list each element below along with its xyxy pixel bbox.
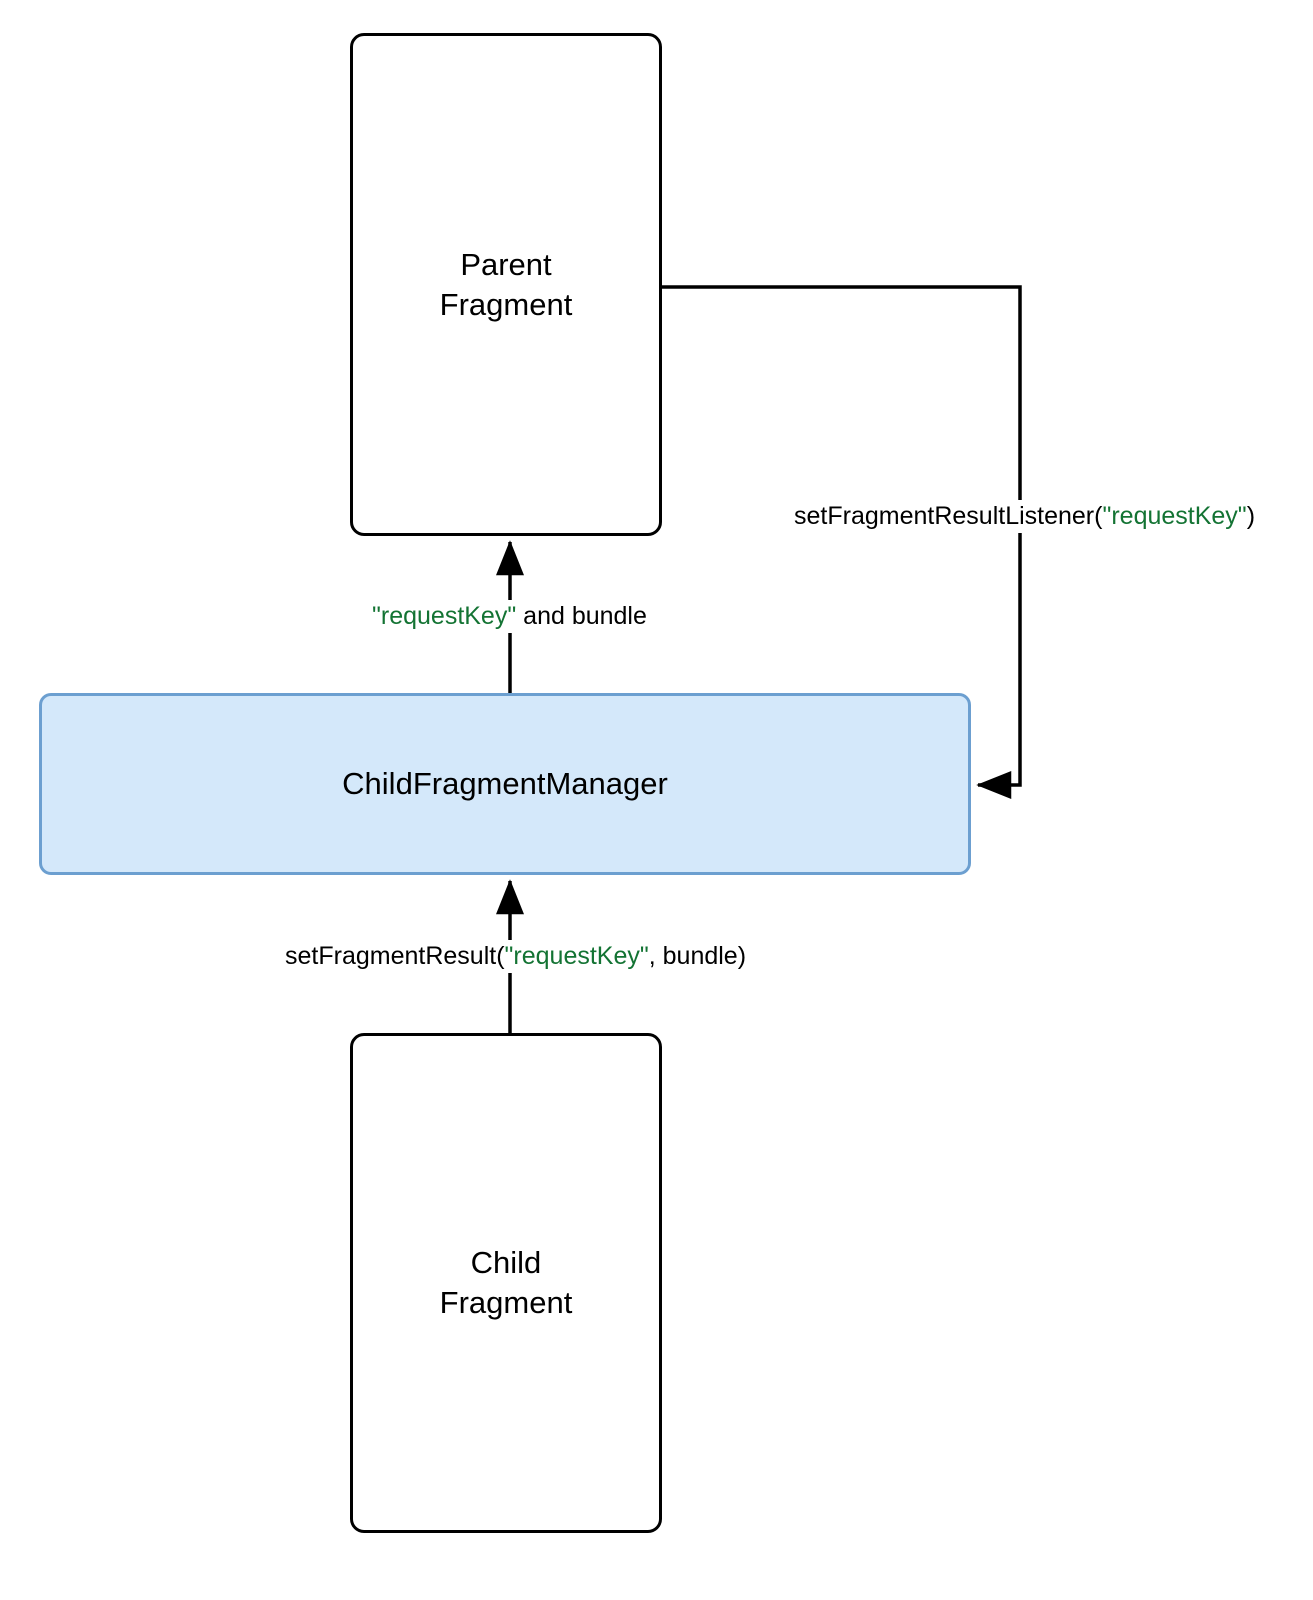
edge-label-request-key-and-bundle: "requestKey" and bundle [367, 600, 652, 633]
edge-label-set-fragment-result-listener: setFragmentResultListener("requestKey") [789, 500, 1261, 533]
node-child-fragment-manager-label: ChildFragmentManager [342, 766, 668, 802]
node-child-fragment[interactable]: Child Fragment [350, 1033, 662, 1533]
edge-label-suffix: , bundle) [648, 942, 747, 970]
edge-label-suffix: ) [1246, 502, 1256, 530]
edge-label-request-key: "requestKey" [1102, 502, 1247, 530]
edge-label-request-key: "requestKey" [372, 602, 517, 630]
edge-label-set-fragment-result: setFragmentResult("requestKey", bundle) [280, 940, 752, 973]
node-parent-fragment-label: Parent Fragment [439, 246, 573, 322]
edge-label-suffix: and bundle [516, 602, 647, 630]
edge-label-prefix: setFragmentResult( [285, 942, 505, 970]
edge-label-prefix: setFragmentResultListener( [794, 502, 1103, 530]
node-child-fragment-manager[interactable]: ChildFragmentManager [39, 693, 971, 875]
node-child-fragment-label: Child Fragment [439, 1245, 573, 1320]
node-parent-fragment[interactable]: Parent Fragment [350, 33, 662, 536]
edge-label-request-key: "requestKey" [504, 942, 649, 970]
